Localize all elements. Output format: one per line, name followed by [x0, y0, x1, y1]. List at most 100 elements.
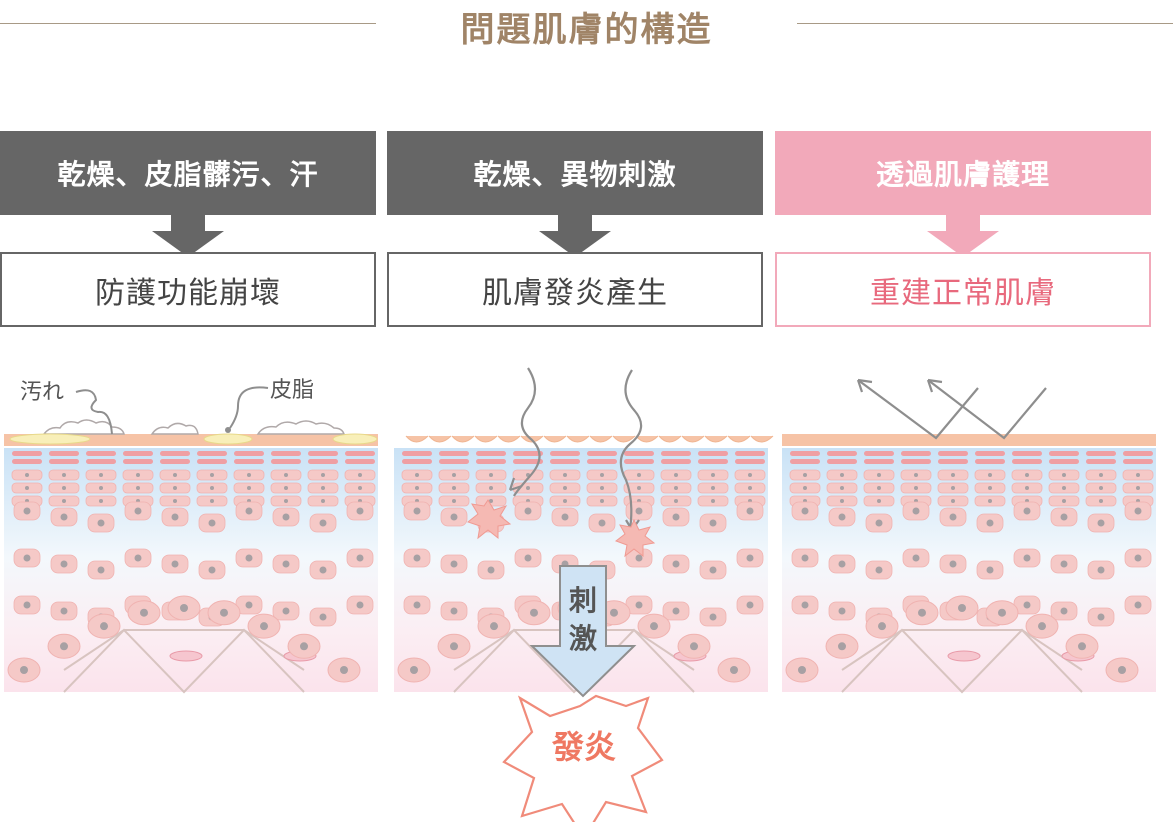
- flat-cell: [513, 459, 543, 464]
- cell-nucleus: [450, 513, 458, 521]
- cell-nucleus: [674, 499, 678, 503]
- cell-nucleus: [1136, 473, 1140, 477]
- irritated-cell-2: [614, 518, 656, 558]
- cell-nucleus: [210, 499, 214, 503]
- flat-cell: [587, 451, 617, 456]
- flat-cell: [790, 451, 820, 456]
- cell-nucleus: [284, 473, 288, 477]
- damaged-stratum-flake: [405, 435, 429, 443]
- cell-nucleus: [25, 473, 29, 477]
- stimulus-squiggles: [508, 367, 643, 531]
- cell-nucleus: [748, 486, 752, 490]
- cell-nucleus: [1060, 560, 1068, 568]
- cell-nucleus: [803, 473, 807, 477]
- cell-nucleus: [986, 519, 994, 527]
- cell-nucleus: [356, 601, 364, 609]
- flat-cell: [234, 459, 264, 464]
- flat-cell: [1123, 451, 1153, 456]
- cell-nucleus: [912, 554, 920, 562]
- dirt-label: 汚れ: [20, 380, 64, 405]
- cell-nucleus: [358, 473, 362, 477]
- stratum-corneum: [4, 434, 378, 446]
- dirt-cloud-1: [42, 419, 125, 435]
- cell-nucleus: [487, 566, 495, 574]
- cell-nucleus: [1062, 486, 1066, 490]
- flat-cell: [12, 451, 42, 456]
- cell-nucleus: [97, 566, 105, 574]
- cell-nucleus: [878, 622, 886, 631]
- cell-nucleus: [1134, 601, 1142, 609]
- damaged-stratum-flake: [566, 435, 590, 443]
- cell-nucleus: [356, 554, 364, 562]
- cell-nucleus: [136, 473, 140, 477]
- flat-cell: [1086, 451, 1116, 456]
- flat-cell: [735, 451, 765, 456]
- dirt-pointer: [75, 389, 113, 435]
- cell-nucleus: [1097, 566, 1105, 574]
- flat-cell: [402, 451, 432, 456]
- cell-nucleus: [489, 499, 493, 503]
- cell-nucleus: [489, 486, 493, 490]
- irritated-cell-1: [466, 499, 512, 540]
- cell-nucleus: [321, 499, 325, 503]
- cell-nucleus: [260, 622, 268, 631]
- fibroblast-cell: [947, 650, 981, 662]
- cell-nucleus: [413, 507, 421, 515]
- damaged-stratum-flake: [658, 435, 682, 443]
- flat-cell: [86, 451, 116, 456]
- cell-nucleus: [220, 608, 228, 617]
- cell-nucleus: [173, 499, 177, 503]
- flat-cell: [345, 459, 375, 464]
- cause-box-2: 乾燥、異物刺激: [387, 131, 763, 215]
- cell-nucleus: [949, 513, 957, 521]
- cell-nucleus: [319, 613, 327, 621]
- dirt-cloud-2: [150, 422, 199, 435]
- cell-nucleus: [709, 566, 717, 574]
- cell-nucleus: [746, 601, 754, 609]
- sebum-pointer: [229, 386, 269, 429]
- flat-cell: [271, 451, 301, 456]
- cell-nucleus: [635, 601, 643, 609]
- flat-cell: [938, 459, 968, 464]
- cell-nucleus: [173, 486, 177, 490]
- cell-nucleus: [912, 507, 920, 515]
- damaged-stratum-flake: [727, 435, 751, 443]
- cell-nucleus: [1118, 666, 1126, 674]
- title-area: 問題肌膚的構造: [0, 0, 1173, 50]
- cell-nucleus: [490, 622, 498, 631]
- page-title: 問題肌膚的構造: [460, 10, 713, 50]
- down-arrow-stem-1: [171, 215, 205, 233]
- flat-cell: [513, 451, 543, 456]
- cell-nucleus: [1062, 499, 1066, 503]
- flat-cell: [197, 459, 227, 464]
- damaged-stratum-flake: [497, 435, 521, 443]
- flat-cell: [1012, 459, 1042, 464]
- title-line-right: [797, 23, 1173, 24]
- cell-nucleus: [524, 554, 532, 562]
- flat-cell: [827, 459, 857, 464]
- cause-box-3: 透過肌膚護理: [775, 131, 1151, 215]
- cell-nucleus: [951, 486, 955, 490]
- flat-cell: [345, 451, 375, 456]
- flat-cell: [975, 451, 1005, 456]
- deflect-path-1: [857, 379, 979, 440]
- cell-nucleus: [1136, 486, 1140, 490]
- cell-nucleus: [875, 519, 883, 527]
- flat-cell: [308, 459, 338, 464]
- cell-nucleus: [914, 486, 918, 490]
- cell-nucleus: [526, 486, 530, 490]
- cell-nucleus: [134, 554, 142, 562]
- column-inflammation: 乾燥、異物刺激 肌膚發炎產生: [387, 131, 763, 327]
- cell-nucleus: [245, 601, 253, 609]
- cell-nucleus: [1134, 507, 1142, 515]
- flat-cell: [735, 459, 765, 464]
- flat-cell: [234, 451, 264, 456]
- flat-cell: [86, 459, 116, 464]
- flat-cell: [1049, 459, 1079, 464]
- cell-nucleus: [635, 554, 643, 562]
- cell-nucleus: [321, 473, 325, 477]
- down-arrow-stem-2: [558, 215, 592, 233]
- cell-nucleus: [62, 473, 66, 477]
- flat-cell: [160, 459, 190, 464]
- cell-nucleus: [282, 513, 290, 521]
